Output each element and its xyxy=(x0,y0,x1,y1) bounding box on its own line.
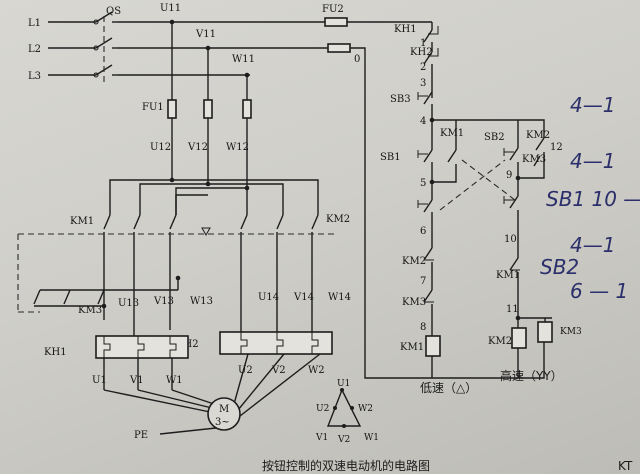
v12-label: V12 xyxy=(187,142,208,153)
w2-label: W2 xyxy=(308,365,325,376)
u14-label: U14 xyxy=(258,292,279,303)
caption-right: KT xyxy=(618,459,633,473)
node-11: 11 xyxy=(506,304,519,315)
handwritten-notes: 4—1 4—1 SB1 10 — 1 4—1 SB2 6 — 1 xyxy=(540,93,640,303)
km1-main-label: KM1 xyxy=(70,216,94,227)
v13-label: V13 xyxy=(153,296,174,307)
node-9: 9 xyxy=(506,170,512,181)
breaker-qs: QS xyxy=(95,6,121,86)
hand-note-4: 4—1 xyxy=(570,233,615,257)
bus-u11-label: U11 xyxy=(160,3,181,14)
node-1: 1 xyxy=(420,38,426,49)
hand-note-2: 4—1 xyxy=(570,149,615,173)
node-3: 3 xyxy=(420,78,426,89)
hand-note-3: SB1 10 — 1 xyxy=(546,187,640,211)
bus-lines: U11 V11 W11 xyxy=(118,3,328,100)
ctrl-kh1-label: KH1 xyxy=(394,24,417,35)
hand-note-5: SB2 xyxy=(540,255,579,279)
tri-w1: W1 xyxy=(364,433,379,443)
node-5: 5 xyxy=(420,178,426,189)
node-12: 12 xyxy=(550,142,563,153)
tri-w2: W2 xyxy=(358,404,373,414)
node-6: 6 xyxy=(420,226,426,237)
tri-v2: V2 xyxy=(337,435,350,445)
w14-label: W14 xyxy=(328,292,351,303)
ctrl-km2-hold-label: KM2 xyxy=(526,130,550,141)
ctrl-sb2-label: SB2 xyxy=(484,132,505,143)
coil-km3-label: KM3 xyxy=(560,327,582,337)
node-10: 10 xyxy=(504,234,517,245)
tri-v1: V1 xyxy=(315,433,328,443)
km2-main-label: KM2 xyxy=(326,214,350,225)
w13-label: W13 xyxy=(190,296,213,307)
caption-text: 按钮控制的双速电动机的电路图 xyxy=(262,458,430,473)
overload-relays: KH1 KH2 U1 V1 W1 U2 V2 W2 xyxy=(44,331,333,386)
neutral-label: 0 xyxy=(354,54,360,65)
u2-label: U2 xyxy=(238,365,253,376)
node-2: 2 xyxy=(420,62,426,73)
coil-km2-label: KM2 xyxy=(488,336,512,347)
winding-triangle: U1 U2 W2 V1 V2 W1 xyxy=(315,379,379,445)
fuse-fu1-label: FU1 xyxy=(142,102,164,113)
high-speed-label: 高速（YY） xyxy=(500,368,563,383)
u1-label: U1 xyxy=(92,375,107,386)
power-distribution xyxy=(109,177,319,215)
hand-note-6: 6 — 1 xyxy=(570,279,628,303)
ctrl-kh2-label: KH2 xyxy=(410,47,433,58)
node-4: 4 xyxy=(420,116,426,127)
u12-label: U12 xyxy=(150,142,171,153)
fuse-fu1: FU1 U12 V12 W12 xyxy=(142,99,252,186)
kh1-label: KH1 xyxy=(44,347,67,358)
motor-name: M xyxy=(219,404,229,415)
tri-u2: U2 xyxy=(316,404,329,414)
bus-w11-label: W11 xyxy=(232,54,255,65)
ctrl-km1-int-label: KM1 xyxy=(496,270,520,281)
ctrl-km2-int-label: KM2 xyxy=(402,256,426,267)
fu2-label: FU2 xyxy=(322,4,344,15)
bus-v11-label: V11 xyxy=(195,29,216,40)
main-contacts: KM1 KM2 KM3 U13 V13 W13 U14 V14 xyxy=(17,214,351,336)
node-7: 7 xyxy=(420,276,426,287)
motor: M 3~ PE xyxy=(103,353,321,441)
ctrl-km3-hold-label: KM3 xyxy=(522,154,546,165)
ctrl-sb3-label: SB3 xyxy=(390,94,411,105)
v1-label: V1 xyxy=(129,375,144,386)
pe-label: PE xyxy=(134,430,148,441)
hand-note-1: 4—1 xyxy=(570,93,615,117)
w1-label: W1 xyxy=(166,375,183,386)
motor-type: 3~ xyxy=(215,417,230,428)
coil-km1-label: KM1 xyxy=(400,342,424,353)
phase-l1-label: L1 xyxy=(28,18,41,29)
control-circuit: FU2 0 KH1 KH2 SB3 1 2 3 4 SB1 KM1 xyxy=(322,4,582,395)
node-8: 8 xyxy=(420,322,426,333)
breaker-label: QS xyxy=(106,6,121,17)
km3-main-label: KM3 xyxy=(78,305,102,316)
ctrl-sb1-label: SB1 xyxy=(380,152,401,163)
low-speed-label: 低速（△） xyxy=(420,381,477,395)
v2-label: V2 xyxy=(271,365,286,376)
u13-label: U13 xyxy=(118,298,139,309)
phase-l3-label: L3 xyxy=(28,71,41,82)
ctrl-km3-int-label: KM3 xyxy=(402,297,426,308)
phase-l2-label: L2 xyxy=(28,44,41,55)
tri-u1: U1 xyxy=(337,379,350,389)
figure-caption: 按钮控制的双速电动机的电路图 KT xyxy=(262,458,633,473)
w12-label: W12 xyxy=(226,142,249,153)
ctrl-km1-hold-label: KM1 xyxy=(440,128,464,139)
v14-label: V14 xyxy=(293,292,314,303)
incoming-lines: L1 L2 L3 xyxy=(28,18,99,82)
